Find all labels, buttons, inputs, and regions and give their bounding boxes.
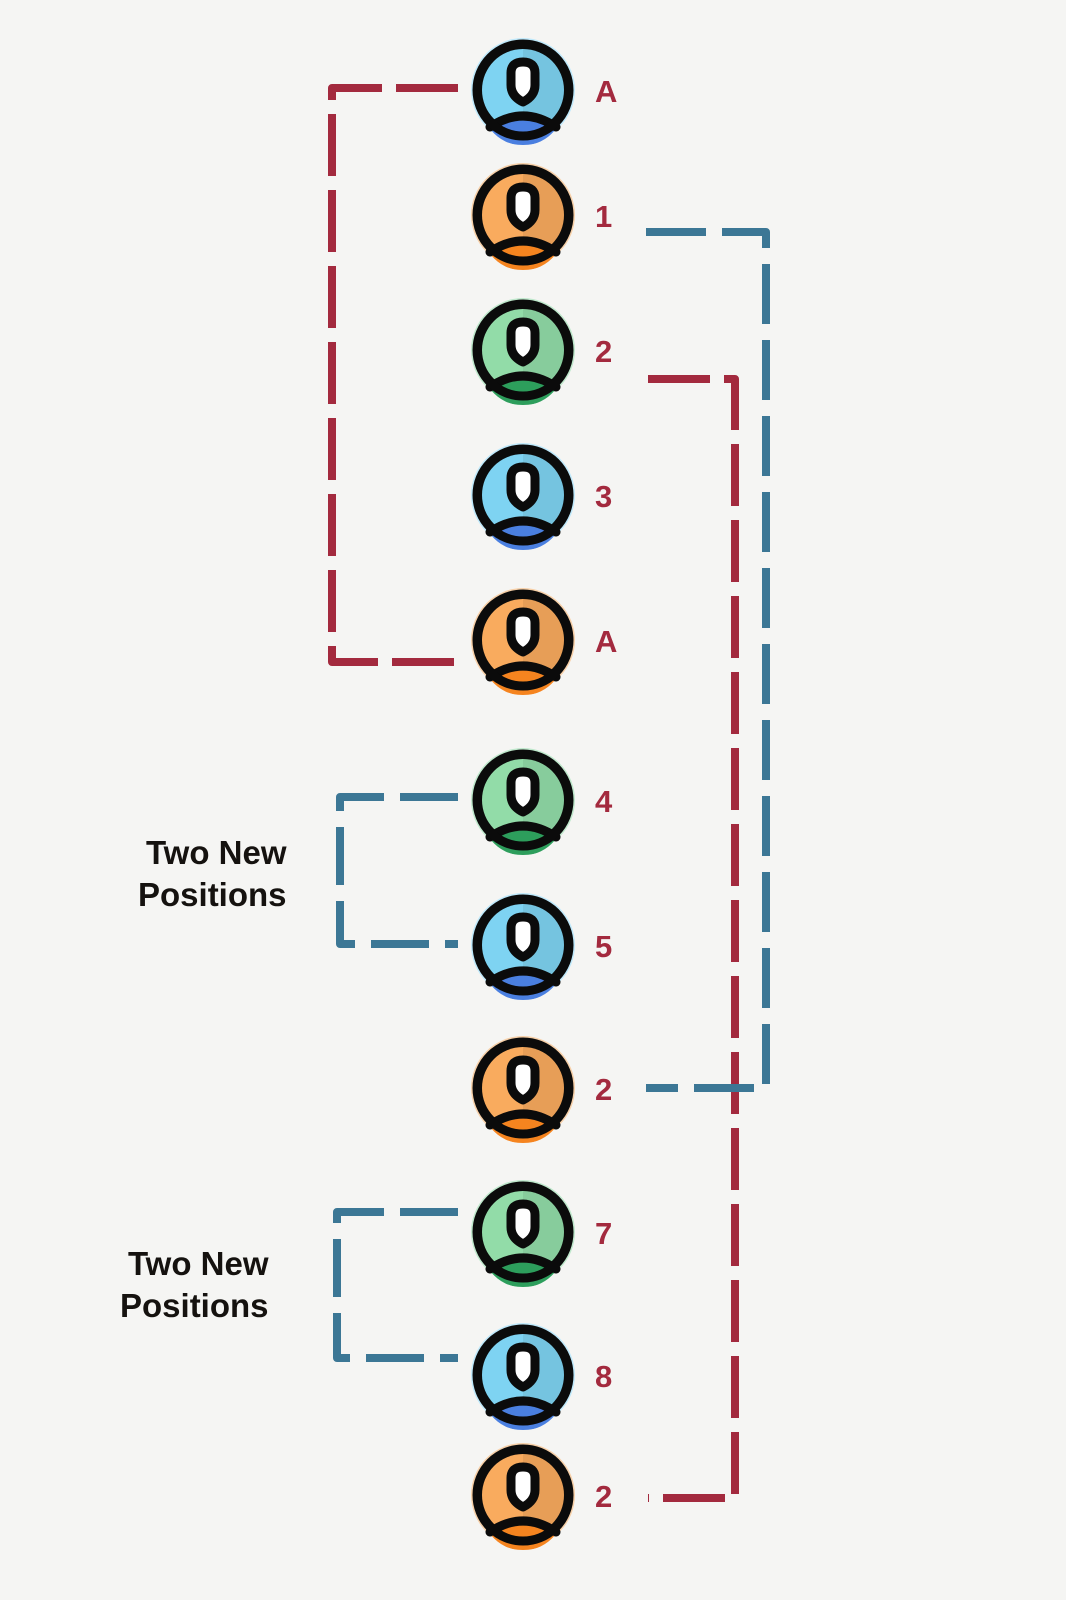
user-avatar-icon bbox=[471, 443, 575, 550]
bracket-label-b1: Two New Positions bbox=[138, 834, 287, 914]
node-label-n9: 8 bbox=[595, 1359, 613, 1394]
node-label-n3: 3 bbox=[595, 479, 613, 514]
user-avatar-icon bbox=[471, 893, 575, 1000]
connector-blue-bracket-1 bbox=[336, 793, 458, 948]
avatar-n4[interactable] bbox=[468, 585, 578, 695]
avatar-n3[interactable] bbox=[468, 440, 578, 550]
avatar-n10[interactable] bbox=[468, 1440, 578, 1550]
connector-blue-right bbox=[646, 228, 770, 1092]
user-avatar-icon bbox=[471, 1180, 575, 1287]
user-avatar-icon bbox=[471, 1036, 575, 1143]
node-label-n0: A bbox=[595, 74, 618, 109]
user-avatar-icon bbox=[471, 748, 575, 855]
user-avatar-icon bbox=[471, 1443, 575, 1550]
avatar-n1[interactable] bbox=[468, 160, 578, 270]
node-label-n2: 2 bbox=[595, 334, 613, 369]
node-label-n7: 2 bbox=[595, 1072, 613, 1107]
avatar-n8[interactable] bbox=[468, 1177, 578, 1287]
node-label-n1: 1 bbox=[595, 199, 613, 234]
avatar-n5[interactable] bbox=[468, 745, 578, 855]
connector-red-left bbox=[328, 84, 458, 666]
user-avatar-icon bbox=[471, 588, 575, 695]
node-label-n8: 7 bbox=[595, 1216, 613, 1251]
avatar-n0[interactable] bbox=[468, 35, 578, 145]
connector-blue-bracket-2 bbox=[333, 1208, 458, 1362]
avatar-n9[interactable] bbox=[468, 1320, 578, 1430]
bracket-label-b2: Two New Positions bbox=[120, 1245, 269, 1325]
avatar-n7[interactable] bbox=[468, 1033, 578, 1143]
node-label-n6: 5 bbox=[595, 929, 613, 964]
avatar-n2[interactable] bbox=[468, 295, 578, 405]
avatar-n6[interactable] bbox=[468, 890, 578, 1000]
connector-red-right bbox=[648, 375, 739, 1502]
user-avatar-icon bbox=[471, 38, 575, 145]
user-avatar-icon bbox=[471, 298, 575, 405]
node-label-n4: A bbox=[595, 624, 618, 659]
node-label-n5: 4 bbox=[595, 784, 613, 819]
user-avatar-icon bbox=[471, 1323, 575, 1430]
node-label-n10: 2 bbox=[595, 1479, 613, 1514]
user-avatar-icon bbox=[471, 163, 575, 270]
